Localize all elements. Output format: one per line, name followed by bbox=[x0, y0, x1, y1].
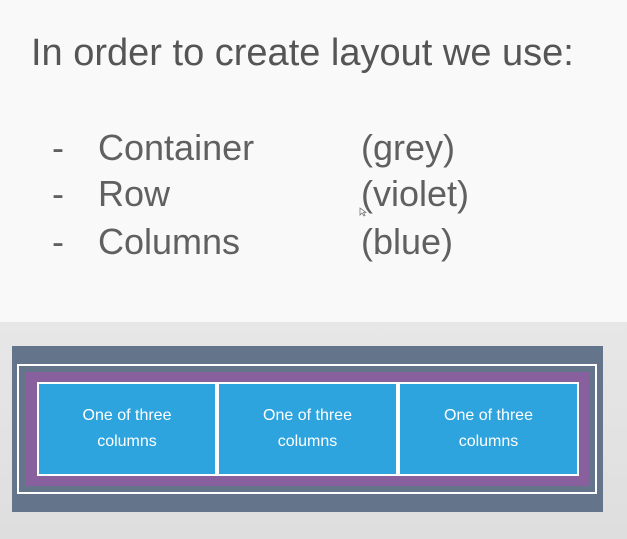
demo-column-1: One of three columns bbox=[37, 382, 217, 476]
legend-item-columns: - Columns (blue) bbox=[52, 218, 572, 266]
slide-text-panel: In order to create layout we use: - Cont… bbox=[0, 0, 627, 322]
slide-title: In order to create layout we use: bbox=[31, 32, 574, 74]
demo-column-3: One of three columns bbox=[398, 382, 579, 476]
column-text-line2: columns bbox=[97, 433, 157, 450]
column-text-line2: columns bbox=[277, 433, 338, 450]
legend-color-grey: (grey) bbox=[361, 127, 456, 168]
column-text-line1: One of three bbox=[444, 407, 533, 424]
legend-dash: - bbox=[52, 173, 64, 214]
legend-label-row: Row bbox=[98, 173, 171, 214]
demo-row-outline bbox=[17, 364, 597, 494]
legend-dash: - bbox=[52, 221, 64, 262]
legend-label-columns: Columns bbox=[98, 221, 241, 262]
column-text-line1: One of three bbox=[82, 407, 172, 424]
mouse-cursor-icon bbox=[359, 207, 367, 217]
column-text-line1: One of three bbox=[263, 407, 352, 424]
legend-color-blue: (blue) bbox=[361, 221, 454, 262]
demo-column-2: One of three columns bbox=[217, 382, 398, 476]
legend-color-violet: (violet) bbox=[361, 173, 470, 214]
legend-item-container: - Container (grey) bbox=[52, 124, 572, 172]
legend-label-container: Container bbox=[98, 127, 255, 168]
legend-dash: - bbox=[52, 127, 64, 168]
legend-item-row: - Row (violet) bbox=[52, 170, 572, 218]
layout-legend: - Container (grey) - Row (violet) - Colu… bbox=[52, 124, 572, 274]
column-text-line2: columns bbox=[458, 433, 519, 450]
